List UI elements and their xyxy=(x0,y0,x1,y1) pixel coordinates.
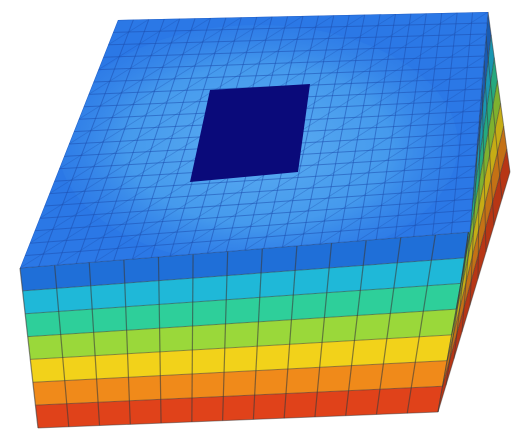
mesh-line xyxy=(207,77,483,254)
front-column-line xyxy=(314,243,333,417)
side-column-line xyxy=(487,11,511,173)
mesh-line xyxy=(98,18,180,70)
side-column-line xyxy=(483,60,495,226)
front-row-line xyxy=(27,308,457,338)
mesh-line xyxy=(282,121,480,248)
mesh-line xyxy=(93,66,484,83)
front-layer-band xyxy=(32,360,448,406)
center-dark-region xyxy=(190,84,310,182)
front-column-line xyxy=(375,237,402,415)
mesh-line xyxy=(68,16,273,145)
mesh-line xyxy=(394,187,474,239)
front-layer-band xyxy=(30,334,452,383)
mesh-line xyxy=(113,22,488,33)
side-column-line xyxy=(481,85,487,253)
front-column-line xyxy=(54,265,70,427)
mesh-line xyxy=(432,209,473,236)
mesh-line xyxy=(132,33,487,260)
front-layer-band xyxy=(20,232,470,291)
front-column-line xyxy=(222,251,229,421)
front-row-line xyxy=(30,334,452,360)
front-row-line xyxy=(25,282,461,315)
mesh-line xyxy=(39,187,474,219)
mesh-line xyxy=(49,14,335,194)
front-row-line xyxy=(37,411,439,429)
side-column-line xyxy=(485,36,503,199)
top-face xyxy=(20,12,488,268)
mesh-line xyxy=(88,17,211,95)
mesh-line xyxy=(44,176,475,207)
front-column-line xyxy=(252,248,263,420)
mesh-line xyxy=(357,165,476,242)
mesh-line xyxy=(108,33,487,46)
front-column-line xyxy=(88,262,101,426)
side-face xyxy=(437,11,511,413)
front-layer-band xyxy=(35,386,443,428)
top-mesh-lines xyxy=(20,12,488,268)
side-row-line xyxy=(455,80,498,310)
front-column-line xyxy=(345,240,367,416)
front-column-line xyxy=(191,254,194,422)
front-row-line xyxy=(35,385,443,406)
mesh-line xyxy=(244,99,482,251)
front-layer-band xyxy=(25,283,461,337)
mesh-line xyxy=(78,16,242,120)
side-row-line xyxy=(437,171,511,413)
mesh-line xyxy=(103,44,486,58)
side-row-line xyxy=(446,126,505,361)
mesh-line xyxy=(34,198,473,232)
front-layer-band xyxy=(22,257,466,314)
front-row-line xyxy=(22,257,466,292)
mesh-line xyxy=(29,209,472,244)
side-layer-band xyxy=(438,149,510,412)
mesh-line xyxy=(169,55,485,257)
front-column-line xyxy=(123,259,131,425)
front-face xyxy=(19,231,471,429)
front-column-line xyxy=(406,234,436,414)
side-row-line xyxy=(460,57,495,284)
mesh-line xyxy=(39,14,365,219)
side-row-line xyxy=(442,149,508,387)
side-row-line xyxy=(451,103,502,335)
front-column-line xyxy=(157,256,162,424)
mesh-line xyxy=(98,55,485,71)
front-column-line xyxy=(19,267,39,429)
mesh-line xyxy=(319,143,478,245)
mesh-line xyxy=(107,18,150,46)
mesh-line xyxy=(49,165,476,195)
mesh-line xyxy=(20,231,471,268)
front-row-line xyxy=(32,360,448,383)
mesh-line xyxy=(24,220,471,257)
front-layer-band xyxy=(27,309,457,360)
front-column-line xyxy=(283,245,298,419)
mesh-line xyxy=(58,15,304,170)
